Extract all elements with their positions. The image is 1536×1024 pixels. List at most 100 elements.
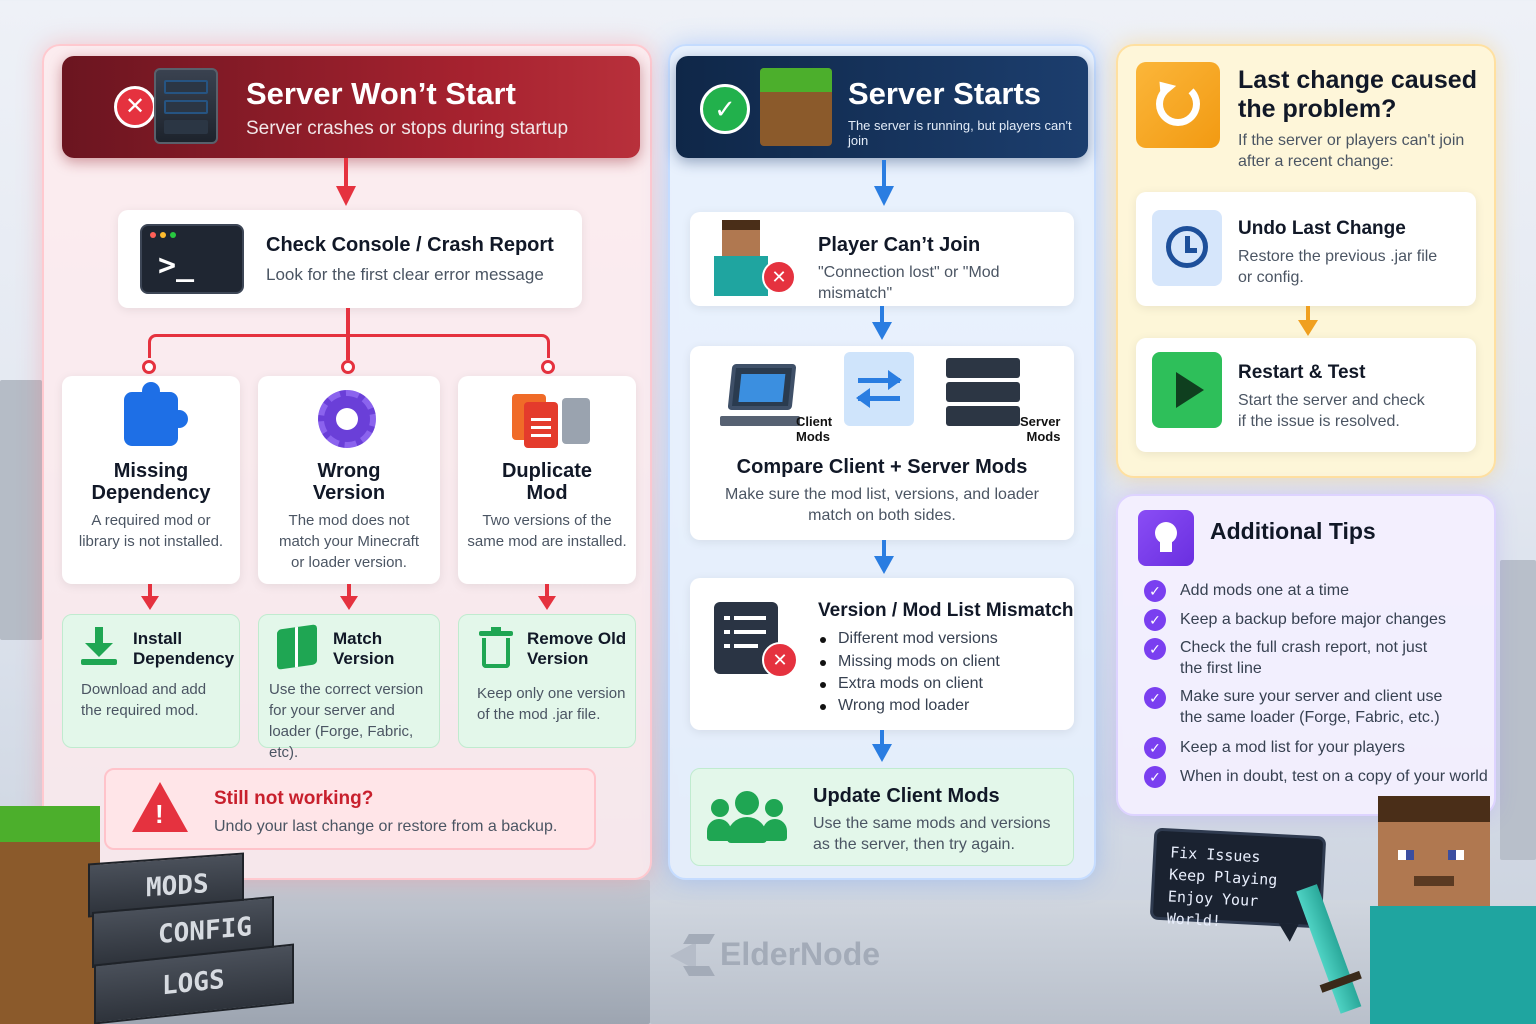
eldernode-logo-icon	[670, 934, 715, 978]
check-circle-icon: ✓	[1144, 766, 1166, 788]
cause-text: A required mod or library is not install…	[78, 512, 224, 550]
server-starts-header: ✓ Server Starts The server is running, b…	[676, 56, 1088, 158]
mismatch-card: ✕ Version / Mod List Mismatch Different …	[690, 578, 1074, 730]
arrow-down-icon	[538, 596, 556, 610]
still-text: Undo your last change or restore from a …	[214, 818, 558, 835]
config-label: CONFIG	[158, 911, 252, 951]
tip-item: Add mods one at a time	[1180, 582, 1349, 599]
mods-label: MODS	[146, 869, 209, 904]
connector-line	[882, 540, 886, 558]
update-text: Use the same mods and versions as the se…	[813, 815, 1051, 853]
check-console-text: Look for the first clear error message	[266, 265, 544, 284]
steve-icon	[708, 220, 774, 296]
fix-title: Install Dependency	[133, 629, 235, 668]
check-console-card: >_ Check Console / Crash Report Look for…	[118, 210, 582, 308]
server-mods-label: Server Mods	[1020, 414, 1061, 444]
tip-item: When in doubt, test on a copy of your wo…	[1180, 768, 1488, 785]
tips-title: Additional Tips	[1210, 518, 1376, 544]
check-circle-icon: ✓	[1144, 687, 1166, 709]
check-circle-icon: ✓	[1144, 580, 1166, 602]
users-group-icon	[707, 791, 787, 845]
brand-name: ElderNode	[720, 936, 881, 972]
mismatch-bullet: Wrong mod loader	[819, 697, 970, 714]
still-not-working-card: ! Still not working? Undo your last chan…	[104, 768, 596, 850]
branch-connector	[148, 334, 550, 358]
compare-mods-card: Client Mods Server Mods Compare Client +…	[690, 346, 1074, 540]
fix-card-remove-old-version: Remove Old Version Keep only one version…	[458, 614, 636, 748]
compare-text: Make sure the mod list, versions, and lo…	[725, 486, 1039, 524]
duplicate-files-icon	[512, 392, 592, 452]
server-starts-title: Server Starts	[848, 76, 1042, 111]
connector-line	[344, 158, 348, 188]
arrow-down-icon	[141, 596, 159, 610]
server-stack-icon	[946, 358, 1020, 428]
lightbulb-icon	[1138, 510, 1194, 566]
undo-arrow-icon	[1136, 62, 1220, 148]
last-change-title: Last change caused the problem?	[1238, 66, 1477, 123]
cause-card-missing-dependency: Missing Dependency A required mod or lib…	[62, 376, 240, 584]
player-text: "Connection lost" or "Mod mismatch"	[818, 264, 1000, 302]
logs-label: LOGS	[162, 964, 225, 1002]
tip-item: Keep a mod list for your players	[1180, 739, 1405, 756]
arrow-down-icon	[872, 322, 892, 340]
connector-line	[346, 308, 350, 336]
gear-icon	[318, 390, 376, 448]
restart-text: Start the server and check if the issue …	[1238, 392, 1425, 430]
tip-item: Keep a backup before major changes	[1180, 611, 1446, 628]
connector-line	[346, 336, 350, 360]
undo-title: Undo Last Change	[1238, 218, 1406, 239]
server-wont-start-title: Server Won’t Start	[246, 76, 516, 111]
check-console-title: Check Console / Crash Report	[266, 234, 554, 256]
restart-title: Restart & Test	[1238, 362, 1366, 383]
connector-line	[882, 160, 886, 188]
cause-title: Wrong Version	[312, 460, 386, 504]
grass-block-icon	[0, 806, 100, 1024]
cause-text: Two versions of the same mod are install…	[467, 512, 627, 550]
connector-line	[347, 584, 351, 598]
fix-title: Match Version	[333, 629, 395, 668]
update-client-mods-card: Update Client Mods Use the same mods and…	[690, 768, 1074, 866]
tip-item: Make sure your server and client use the…	[1180, 688, 1443, 726]
mismatch-bullet: Extra mods on client	[820, 675, 983, 692]
update-title: Update Client Mods	[813, 785, 1000, 807]
connector-line	[880, 730, 884, 746]
mismatch-bullet: Missing mods on client	[820, 653, 1000, 670]
error-x-icon: ✕	[762, 260, 796, 294]
last-change-text: If the server or players can't join afte…	[1238, 132, 1465, 170]
check-circle-icon: ✓	[1144, 737, 1166, 759]
cause-title: Duplicate Mod	[501, 460, 593, 504]
terminal-icon: >_	[140, 224, 244, 294]
check-circle-icon: ✓	[1144, 609, 1166, 631]
error-x-icon: ✕	[762, 642, 798, 678]
player-title: Player Can’t Join	[818, 234, 981, 256]
undo-text: Restore the previous .jar file or config…	[1238, 248, 1438, 286]
restart-test-card: Restart & Test Start the server and chec…	[1136, 338, 1476, 452]
cause-text: The mod does not match your Minecraft or…	[278, 512, 420, 571]
arrow-down-icon	[1298, 320, 1318, 336]
server-starts-subtitle: The server is running, but players can't…	[848, 118, 1072, 148]
connector-line	[1306, 306, 1310, 322]
history-icon	[1152, 210, 1222, 286]
still-title: Still not working?	[214, 788, 374, 809]
arrow-down-icon	[872, 744, 892, 762]
node-dot	[541, 360, 555, 374]
player-cant-join-card: ✕ Player Can’t Join "Connection lost" or…	[690, 212, 1074, 306]
warning-mark: !	[155, 799, 164, 829]
cause-title: Missing Dependency	[91, 460, 211, 504]
fix-card-match-version: Match Version Use the correct version fo…	[258, 614, 440, 761]
tip-item: Check the full crash report, not just th…	[1180, 639, 1428, 677]
server-wont-start-subtitle: Server crashes or stops during startup	[246, 118, 569, 139]
check-circle-icon: ✓	[1144, 638, 1166, 660]
fix-text: Keep only one version of the mod .jar fi…	[477, 685, 626, 723]
cube-icon	[277, 624, 317, 670]
server-wont-start-header: ✕ Server Won’t Start Server crashes or s…	[62, 56, 640, 158]
warning-icon	[132, 782, 188, 832]
mismatch-bullet: Different mod versions	[820, 630, 998, 647]
grass-block-icon	[760, 68, 832, 146]
puzzle-piece-icon	[124, 382, 188, 446]
connector-line	[545, 584, 549, 598]
compare-title: Compare Client + Server Mods	[736, 456, 1028, 478]
fix-title: Remove Old Version	[527, 629, 627, 668]
arrow-down-icon	[874, 186, 894, 206]
trash-icon	[479, 627, 513, 669]
